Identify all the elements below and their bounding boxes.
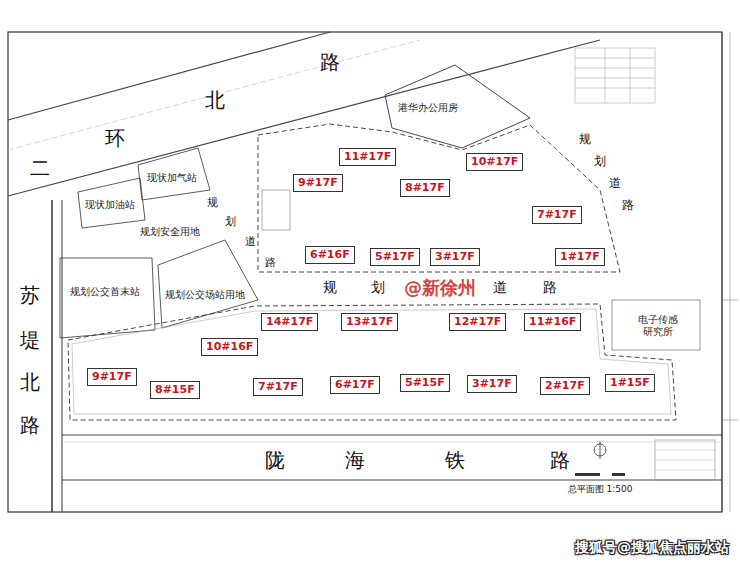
road-name: 路 [622, 199, 634, 212]
parcel-label: 规划公交场站用地 [165, 289, 245, 300]
parcel-label: 现状加油站 [85, 199, 135, 210]
road-name: 路 [550, 449, 570, 471]
land-parcel: 规划公交首末站 [68, 285, 142, 299]
building-label: 6#17F [335, 378, 375, 391]
building-block: 9#17F [293, 174, 343, 192]
building-label: 5#15F [405, 376, 445, 389]
building-block: 14#17F [261, 313, 318, 331]
building-block: 1#15F [605, 374, 655, 392]
building-label: 13#17F [346, 315, 393, 328]
building-block: 11#17F [339, 148, 396, 166]
building-label: 3#17F [435, 250, 475, 263]
road-name: 苏 [20, 284, 40, 306]
road-name: 路 [320, 51, 340, 73]
building-block: 13#17F [341, 313, 398, 331]
building-label: 14#17F [266, 315, 313, 328]
road-name: 海 [345, 449, 365, 471]
road-name: 规 [579, 133, 591, 146]
parcel-label: 现状加气站 [147, 172, 197, 183]
road-name: 环 [105, 127, 125, 149]
road-name: 二 [30, 157, 50, 179]
road-name: 陇 [265, 449, 285, 471]
building-label: 1#17F [560, 250, 600, 263]
building-block: 3#17F [467, 375, 517, 393]
road-name: 北 [205, 89, 225, 111]
road-name: 路 [265, 257, 276, 269]
building-block: 11#16F [524, 313, 581, 331]
building-block: 6#17F [330, 376, 380, 394]
road-name: 规 [207, 197, 218, 209]
building-block: 2#17F [540, 377, 590, 395]
watermark: @新徐州 [404, 278, 476, 298]
parcel-label: 港华办公用房 [398, 102, 458, 113]
land-parcel: 规划公交场站用地 [163, 288, 247, 302]
building-label: 6#16F [310, 248, 350, 261]
road-name: 堤 [20, 329, 40, 351]
road-name: 规 [323, 280, 337, 295]
road-name: 划 [371, 280, 385, 295]
building-block: 8#17F [400, 179, 450, 197]
building-label: 8#17F [405, 181, 445, 194]
land-parcel: 现状加油站 [83, 198, 137, 212]
building-block: 9#17F [87, 368, 137, 386]
building-label: 2#17F [545, 379, 585, 392]
road-name: 路 [543, 280, 557, 295]
building-label: 7#17F [258, 380, 298, 393]
building-label: 8#15F [155, 383, 195, 396]
building-block: 12#17F [449, 313, 506, 331]
road-name: 铁 [445, 449, 465, 471]
road-name: 北 [20, 371, 40, 393]
building-block: 7#17F [253, 378, 303, 396]
parcel-label: 电子传感研究所 [638, 314, 678, 337]
land-parcel: 规划安全用地 [138, 225, 202, 239]
road-name: 划 [225, 216, 236, 228]
road-name: 路 [20, 414, 40, 436]
building-block: 1#17F [555, 248, 605, 266]
building-block: 3#17F [430, 248, 480, 266]
building-label: 9#17F [92, 370, 132, 383]
road-name: 划 [594, 155, 606, 168]
land-parcel: 现状加气站 [145, 171, 199, 185]
building-label: 11#16F [529, 315, 576, 328]
building-label: 10#16F [206, 340, 253, 353]
building-block: 10#16F [201, 338, 258, 356]
building-label: 10#17F [471, 155, 518, 168]
building-label: 7#17F [537, 208, 577, 221]
land-parcel: 电子传感研究所 [634, 313, 682, 339]
road-name: 道 [493, 280, 507, 295]
building-label: 1#15F [610, 376, 650, 389]
building-block: 6#16F [305, 246, 355, 264]
source-watermark: 搜狐号@搜狐焦点丽水站 [575, 540, 729, 555]
building-label: 3#17F [472, 377, 512, 390]
road-name: 道 [609, 177, 621, 190]
building-label: 5#17F [375, 250, 415, 263]
building-block: 5#15F [400, 374, 450, 392]
building-block: 8#15F [150, 381, 200, 399]
building-block: 7#17F [532, 206, 582, 224]
road-name: 道 [245, 236, 256, 248]
building-block: 5#17F [370, 248, 420, 266]
building-label: 11#17F [344, 150, 391, 163]
plan-title: 总平面图 1:500 [568, 485, 633, 495]
parcel-label: 规划公交首末站 [70, 286, 140, 297]
building-label: 9#17F [298, 176, 338, 189]
building-block: 10#17F [466, 153, 523, 171]
land-parcel: 港华办公用房 [396, 101, 460, 115]
parcel-label: 规划安全用地 [140, 226, 200, 237]
building-label: 12#17F [454, 315, 501, 328]
